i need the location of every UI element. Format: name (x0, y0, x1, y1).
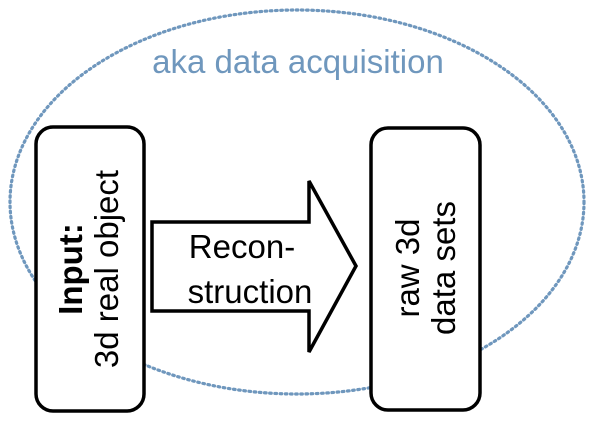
output-box-text: raw 3d data sets (389, 201, 462, 335)
output-line1: raw 3d (389, 218, 426, 317)
arrow-label-line2: struction (188, 273, 313, 310)
output-line2: data sets (425, 201, 462, 335)
input-subtitle: 3d real object (88, 170, 125, 368)
output-box (369, 126, 482, 412)
acquisition-ellipse (8, 8, 586, 396)
reconstruction-arrow (150, 180, 358, 353)
input-title: Input: (52, 223, 89, 315)
arrow-label-line1: Recon- (189, 228, 295, 265)
ellipse-label: aka data acquisition (152, 43, 444, 80)
input-box-text: Input: 3d real object (52, 170, 125, 368)
input-box (34, 125, 146, 413)
